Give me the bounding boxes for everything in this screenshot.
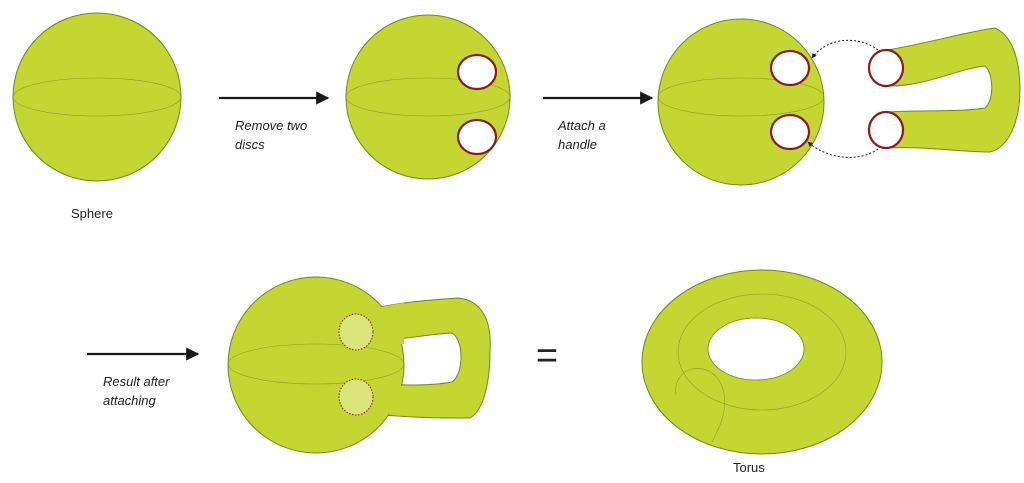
torus (641, 269, 883, 455)
sphere-1-body (12, 12, 182, 182)
handle-tube (886, 27, 1021, 153)
label-result-after-attaching: Result after attaching (103, 372, 169, 410)
sphere-4-body (227, 276, 405, 454)
label-sphere: Sphere (71, 206, 113, 221)
label-attach-line2: handle (558, 137, 598, 152)
sphere-3-body (657, 18, 825, 186)
sphere-1-equator-front (12, 96, 182, 117)
torus-hole (707, 317, 805, 381)
sphere-3 (657, 18, 825, 186)
hole-bottom-3 (769, 113, 811, 151)
handle-end-bottom (867, 110, 905, 150)
equals-sign: = (536, 335, 558, 377)
label-remove-line2: discs (235, 137, 265, 152)
label-torus: Torus (733, 460, 765, 475)
detached-handle (867, 27, 1021, 153)
label-result-line2: attaching (103, 393, 156, 408)
torus-inner-ring (677, 293, 847, 411)
sphere-3-equator-back (657, 77, 825, 98)
sphere-4-equator-back (227, 343, 405, 365)
attach-arrow-top (811, 39, 879, 59)
attach-arrow-bottom (807, 141, 879, 158)
sphere-2-equator-back (345, 77, 511, 98)
label-remove-two-discs: Remove two discs (235, 116, 307, 154)
glued-patch-top (338, 313, 374, 351)
sphere-with-handle (227, 276, 491, 454)
label-attach-line1: Attach a (558, 118, 606, 133)
sphere-1-equator-back (12, 77, 182, 98)
label-result-line1: Result after (103, 374, 170, 389)
sphere-1 (12, 12, 182, 182)
hole-top-2 (456, 53, 498, 91)
handle-end-top (867, 48, 905, 88)
label-attach-handle: Attach a handle (558, 116, 606, 154)
sphere-3-equator-front (657, 96, 825, 117)
hole-bottom-2 (456, 118, 498, 156)
sphere-2-body (345, 14, 511, 180)
hole-top-3 (769, 49, 811, 87)
sphere-2-equator-front (345, 96, 511, 117)
glued-patch-bottom (338, 378, 374, 416)
torus-meridian (675, 368, 725, 443)
label-remove-line1: Remove two (235, 118, 308, 133)
sphere-2 (345, 14, 511, 180)
sphere-4-equator-front (227, 363, 405, 385)
